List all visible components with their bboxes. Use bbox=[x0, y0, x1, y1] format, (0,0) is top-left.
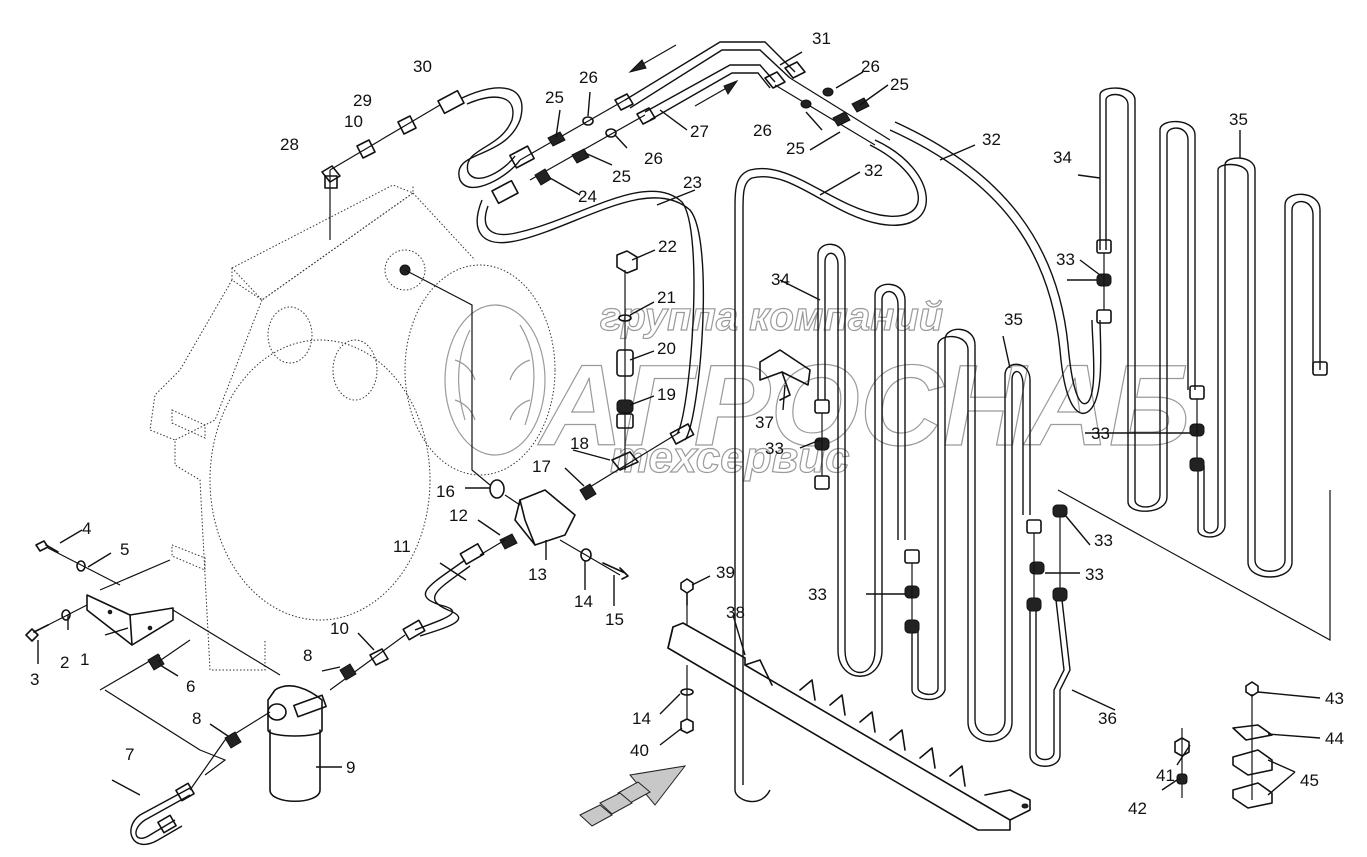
callout-32b: 32 bbox=[864, 161, 883, 180]
hose-30 bbox=[437, 87, 535, 189]
callout-18: 18 bbox=[570, 434, 589, 453]
callout-34b: 34 bbox=[771, 270, 790, 289]
callout-37: 37 bbox=[755, 413, 774, 432]
watermark-line2: АГРОСНАБ bbox=[537, 342, 1190, 470]
callout-7: 7 bbox=[125, 745, 134, 764]
callout-33e: 33 bbox=[1094, 531, 1113, 550]
pump-13 bbox=[489, 479, 629, 580]
callout-23: 23 bbox=[683, 173, 702, 192]
callout-26a: 26 bbox=[579, 68, 598, 87]
callout-10b: 10 bbox=[330, 619, 349, 638]
callout-14b: 14 bbox=[632, 709, 651, 728]
oil-filter-9 bbox=[224, 634, 406, 802]
bracket-1 bbox=[25, 540, 281, 676]
callout-labels: 1 2 3 4 5 6 7 8 8 9 10 10 11 12 13 14 14… bbox=[30, 29, 1344, 818]
callout-8a: 8 bbox=[303, 646, 312, 665]
fitting-chain-28-29 bbox=[321, 104, 441, 189]
pipe-7 bbox=[99, 654, 227, 846]
guard-38 bbox=[667, 578, 1031, 831]
callout-1: 1 bbox=[80, 650, 89, 669]
callout-4: 4 bbox=[82, 519, 91, 538]
callout-43: 43 bbox=[1325, 689, 1344, 708]
baffle-plate bbox=[1057, 489, 1331, 642]
callout-29: 29 bbox=[353, 91, 372, 110]
pipe-31 bbox=[624, 41, 806, 109]
callout-35b: 35 bbox=[1004, 310, 1023, 329]
callout-21: 21 bbox=[657, 288, 676, 307]
direction-arrow-icon bbox=[579, 765, 687, 827]
callout-36: 36 bbox=[1098, 709, 1117, 728]
callout-10a: 10 bbox=[344, 112, 363, 131]
callout-8b: 8 bbox=[192, 709, 201, 728]
callout-26d: 26 bbox=[861, 57, 880, 76]
callout-15: 15 bbox=[605, 610, 624, 629]
callout-35a: 35 bbox=[1229, 110, 1248, 129]
callout-19: 19 bbox=[657, 385, 676, 404]
callout-33a: 33 bbox=[1056, 250, 1075, 269]
callout-13: 13 bbox=[528, 565, 547, 584]
callout-25d: 25 bbox=[890, 75, 909, 94]
callout-2: 2 bbox=[60, 653, 69, 672]
watermark: группа компаний АГРОСНАБ техсервис bbox=[444, 294, 1191, 483]
callout-26c: 26 bbox=[753, 121, 772, 140]
cooler-tubes-lower bbox=[817, 243, 1071, 767]
pipe-32-long bbox=[889, 121, 1102, 415]
callout-17: 17 bbox=[532, 457, 551, 476]
watermark-line1: группа компаний bbox=[600, 295, 943, 339]
watermark-line3: техсервис bbox=[610, 433, 850, 482]
callout-33d: 33 bbox=[808, 585, 827, 604]
pipe-32-short bbox=[734, 139, 927, 803]
callout-33b: 33 bbox=[1091, 424, 1110, 443]
pipe-27 bbox=[644, 64, 786, 121]
callout-9: 9 bbox=[346, 758, 355, 777]
callout-24: 24 bbox=[578, 187, 597, 206]
callout-33f: 33 bbox=[1085, 565, 1104, 584]
gearbox-housing bbox=[149, 170, 556, 671]
arrow-left-icon bbox=[628, 44, 677, 73]
callout-6: 6 bbox=[186, 677, 195, 696]
callout-42: 42 bbox=[1128, 799, 1147, 818]
callout-11: 11 bbox=[393, 537, 411, 556]
callout-34a: 34 bbox=[1053, 148, 1072, 167]
callout-25c: 25 bbox=[786, 139, 805, 158]
watermark-wreath-icon bbox=[444, 304, 546, 456]
sensor-stack bbox=[584, 250, 681, 491]
callout-20: 20 bbox=[657, 339, 676, 358]
callout-28: 28 bbox=[280, 135, 299, 154]
callout-25b: 25 bbox=[612, 167, 631, 186]
callout-39: 39 bbox=[716, 563, 735, 582]
hose-23 bbox=[476, 179, 705, 445]
cooler-tubes-upper bbox=[1099, 87, 1321, 578]
callout-32a: 32 bbox=[982, 130, 1001, 149]
callout-5: 5 bbox=[120, 540, 129, 559]
callout-3: 3 bbox=[30, 670, 39, 689]
callout-44: 44 bbox=[1325, 729, 1344, 748]
callout-45: 45 bbox=[1300, 771, 1319, 790]
callout-25a: 25 bbox=[545, 88, 564, 107]
flow-arrows bbox=[628, 44, 739, 107]
callout-16: 16 bbox=[436, 482, 455, 501]
leader-lines bbox=[37, 51, 1321, 796]
callout-33c: 33 bbox=[765, 439, 784, 458]
callout-26b: 26 bbox=[644, 149, 663, 168]
callout-31: 31 bbox=[812, 29, 831, 48]
callout-27: 27 bbox=[690, 122, 709, 141]
callout-38: 38 bbox=[726, 603, 745, 622]
callout-12: 12 bbox=[449, 506, 468, 525]
callout-22: 22 bbox=[658, 237, 677, 256]
callout-30: 30 bbox=[413, 57, 432, 76]
callout-14a: 14 bbox=[574, 592, 593, 611]
arrow-right-icon bbox=[694, 79, 739, 107]
callout-41: 41 bbox=[1156, 766, 1175, 785]
callout-40: 40 bbox=[630, 741, 649, 760]
fittings-24-25-26 bbox=[519, 77, 891, 186]
hose-11 bbox=[402, 539, 506, 641]
